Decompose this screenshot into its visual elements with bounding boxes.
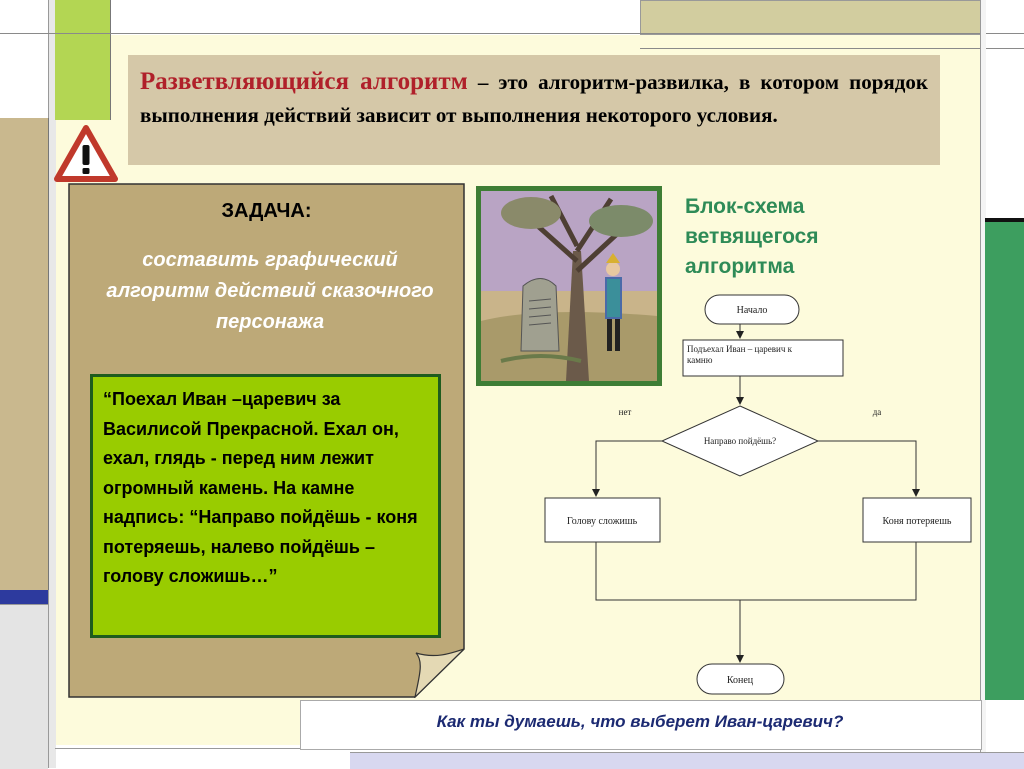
flow-action-block — [682, 339, 844, 377]
decor-bottom-stripe — [350, 752, 1024, 769]
flow-arrow-yes — [818, 440, 920, 497]
decor-left-gray-block — [0, 604, 48, 769]
question-bar — [300, 700, 982, 750]
flow-left-branch-text: Голову сложишь — [567, 516, 638, 527]
definition-text: – это алгоритм-развилка, в котором поряд… — [140, 70, 929, 127]
flow-arrow-no — [592, 440, 662, 497]
decor-right-black-bar — [985, 218, 1024, 222]
flow-left-branch-block — [544, 497, 661, 543]
flow-start-text: Начало — [737, 305, 768, 316]
story-box: “Поехал Иван –царевич за Василисой Прекр… — [90, 374, 441, 638]
flow-end-block — [696, 663, 785, 695]
illustration-frame — [476, 186, 662, 386]
flow-action-line2: камню — [687, 355, 713, 365]
decor-right-green-block — [985, 222, 1024, 700]
definition-term: Разветвляющийся алгоритм — [140, 68, 468, 95]
flow-right-branch-block — [862, 497, 972, 543]
decor-green-block — [55, 0, 111, 120]
flow-action-text: Подъехал Иван – царевич к камню — [687, 344, 794, 365]
flow-condition-block — [660, 405, 820, 477]
right-edge-strip — [980, 0, 986, 768]
flow-yes-label: да — [873, 407, 882, 417]
flowchart-title: Блок-схема ветвящегося алгоритма — [685, 195, 819, 278]
definition-box: Разветвляющийся алгоритм – это алгоритм-… — [128, 55, 940, 165]
flow-merge — [595, 542, 917, 601]
flow-end-text: Конец — [727, 675, 754, 686]
decor-left-tan-block — [0, 118, 49, 590]
warning-icon — [54, 125, 118, 182]
flow-no-label: нет — [619, 407, 632, 417]
story-text: “Поехал Иван –царевич за Василисой Прекр… — [103, 389, 418, 586]
decor-tan-block — [640, 0, 982, 35]
flow-action-line1: Подъехал Иван – царевич к — [687, 344, 793, 354]
flowchart: Начало Подъехал Иван – царевич к камню Н… — [544, 294, 972, 695]
flow-condition-text: Направо пойдёшь? — [704, 436, 776, 446]
illustration-ivan-at-stone — [481, 191, 657, 381]
question-text: Как ты думаешь, что выберет Иван-царевич… — [436, 712, 844, 731]
task-text: составить графический алгоритм действий … — [106, 249, 434, 333]
decor-left-blue-block — [0, 590, 48, 604]
flow-start-block — [704, 294, 800, 325]
decor-line — [640, 48, 1024, 49]
flow-right-branch-text: Коня потеряешь — [883, 516, 952, 527]
decor-line — [0, 33, 1024, 34]
task-title: ЗАДАЧА: — [221, 200, 312, 222]
